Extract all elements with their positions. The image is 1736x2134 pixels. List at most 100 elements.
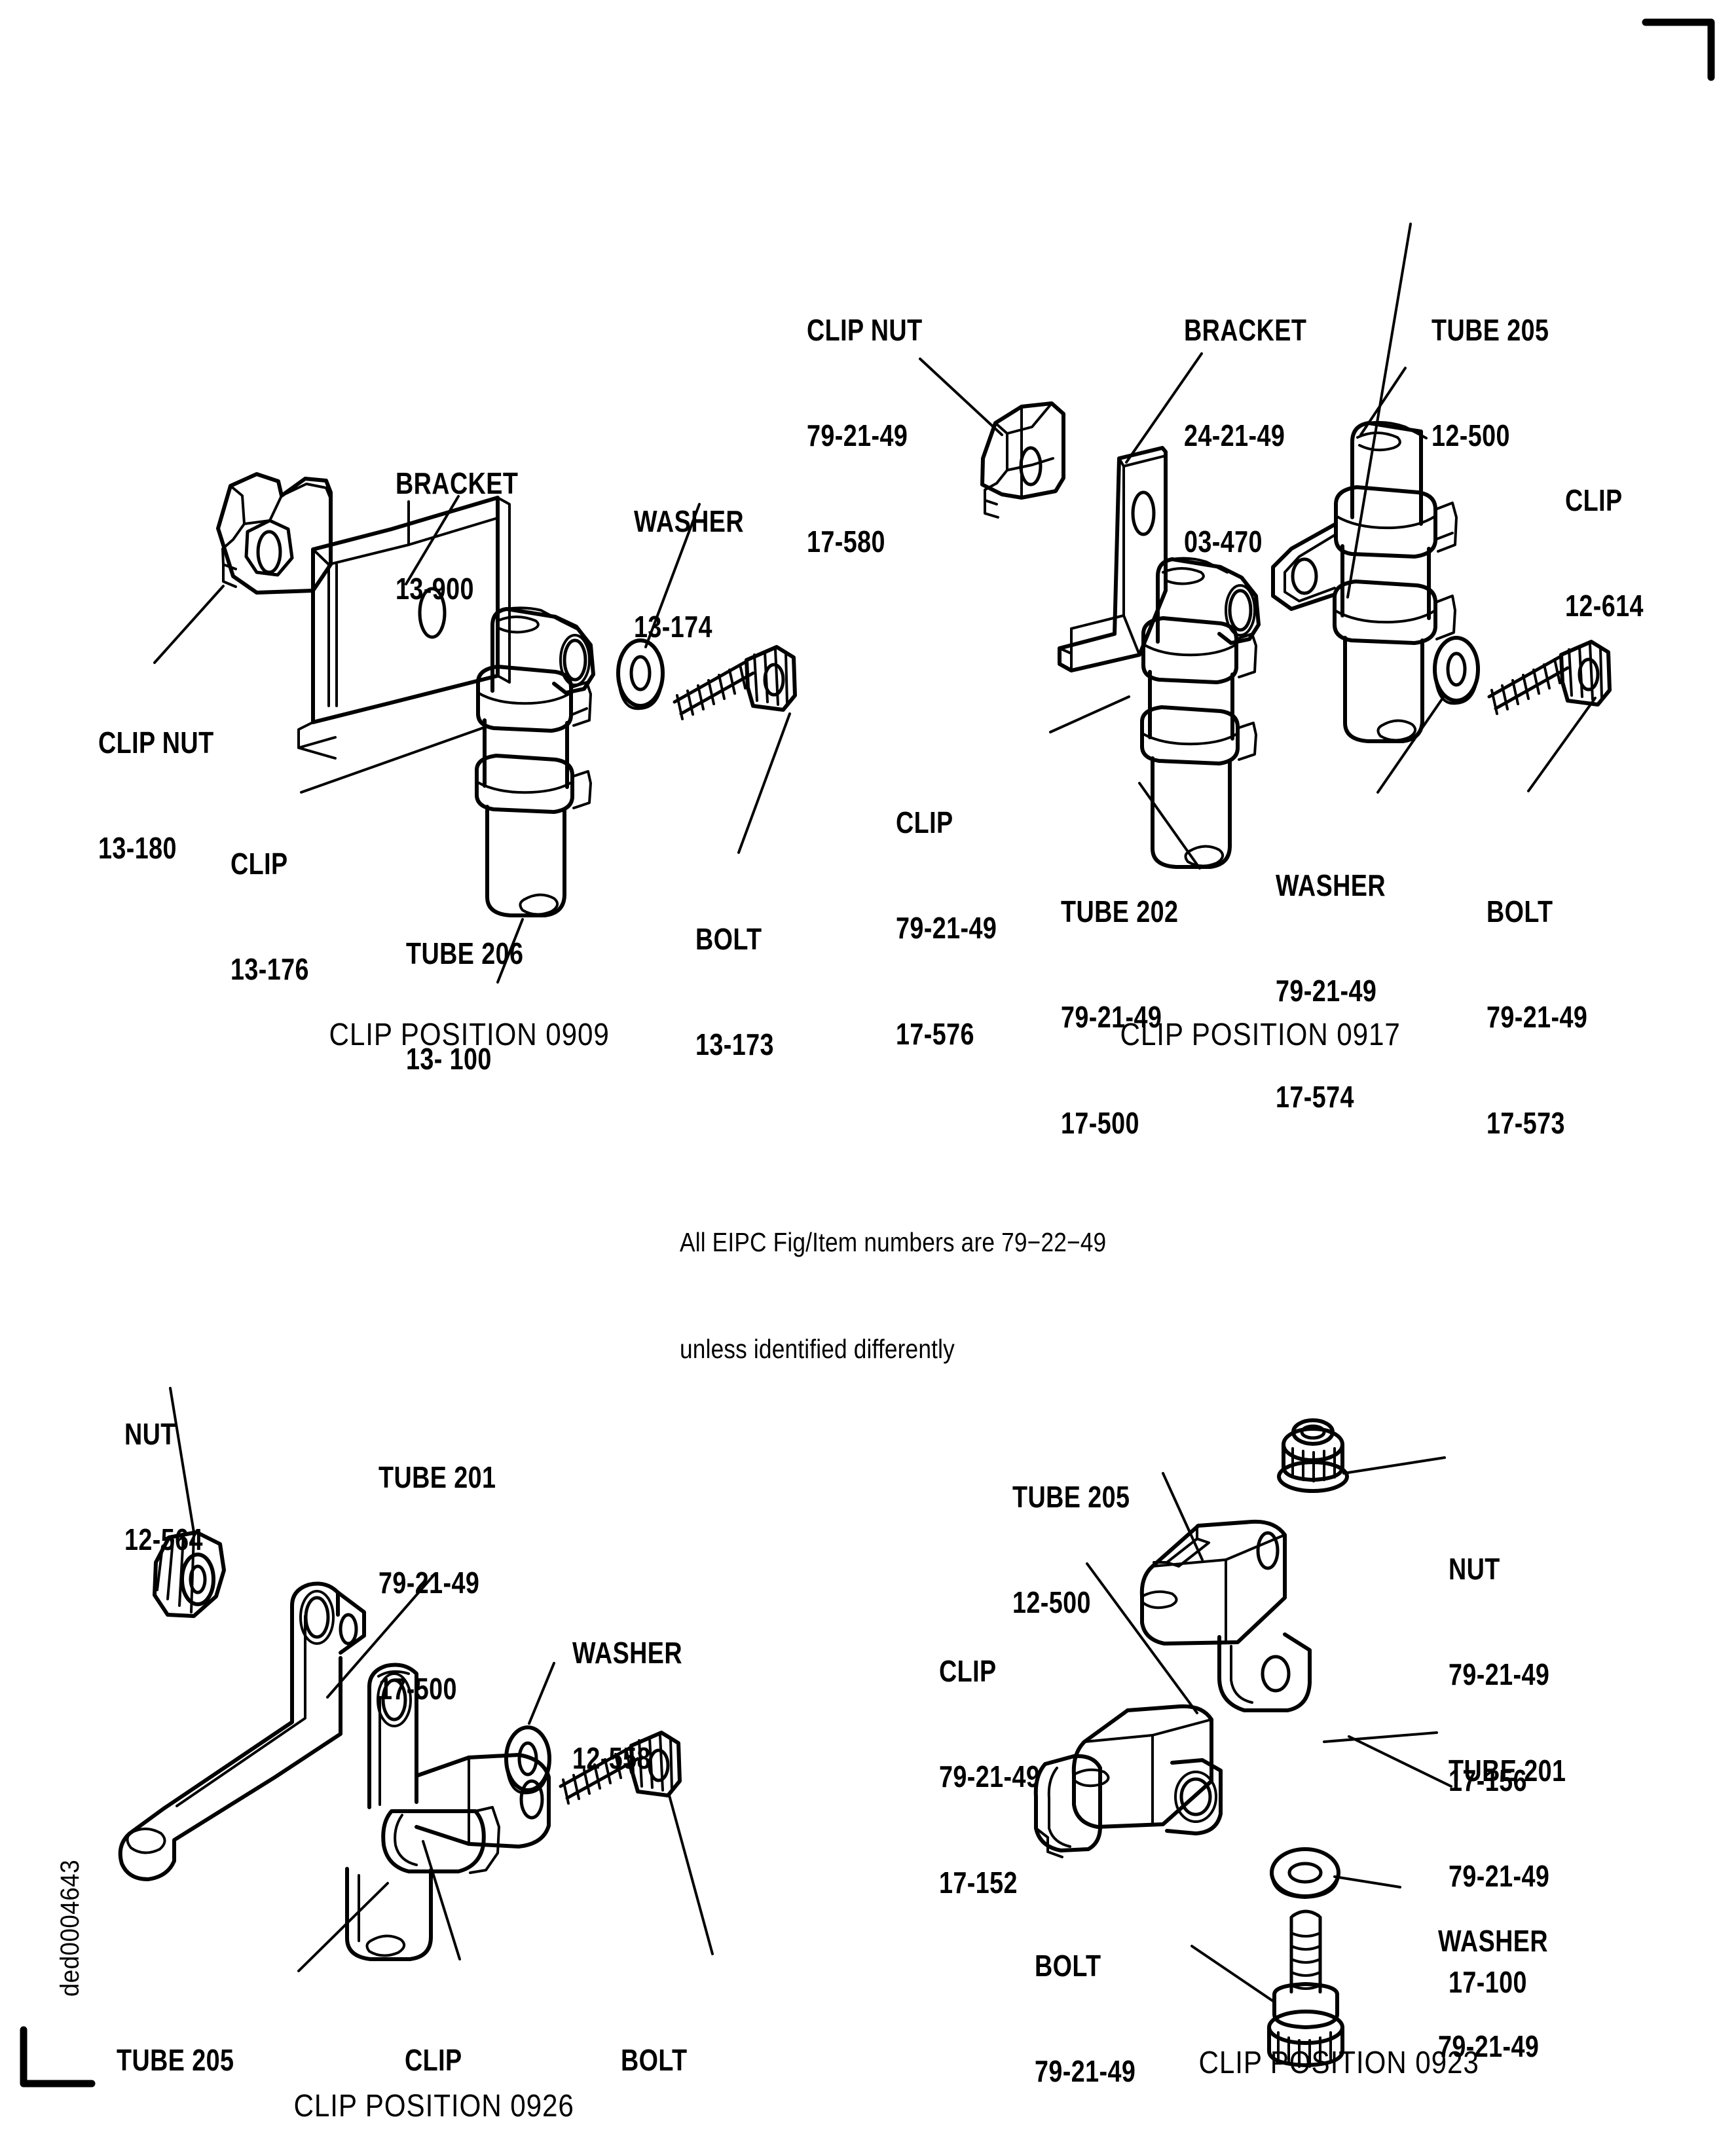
- label-washer-17-574: WASHER 79-21-49 17-574: [1276, 798, 1386, 1185]
- part-bolt-12-557: [559, 1731, 682, 1805]
- label-tube-201-17-500: TUBE 201 79-21-49 17-500: [379, 1389, 496, 1777]
- figure-code-sidebar: ded0004643: [56, 1859, 84, 1997]
- label-line: 79-21-49: [1449, 1859, 1550, 1894]
- label-line: CLIP: [896, 805, 953, 839]
- part-bolt-17-149: [1267, 1909, 1344, 2068]
- label-line: WASHER: [1276, 868, 1386, 902]
- leader-lines-panel-3: [169, 1387, 714, 1972]
- label-line: 79-21-49: [1449, 1657, 1550, 1692]
- label-line: BOLT: [695, 921, 762, 956]
- label-line: 17-580: [807, 524, 885, 559]
- label-line: 79-21-49: [379, 1566, 480, 1600]
- part-nut-12-564: [153, 1530, 226, 1618]
- label-line: BRACKET: [1184, 312, 1307, 347]
- label-bracket-13-900: BRACKET 13-900: [396, 396, 518, 678]
- label-line: BOLT: [1035, 1948, 1101, 1983]
- part-bracket-03-470: [1058, 446, 1168, 672]
- label-clip-nut-17-580: CLIP NUT 79-21-49 17-580: [807, 242, 923, 630]
- label-line: 13-173: [695, 1027, 774, 1062]
- label-bolt-12-557: BOLT 12-557: [621, 1972, 699, 2134]
- label-tube-202-17-500: TUBE 202 79-21-49 17-500: [1061, 824, 1178, 1211]
- label-line: CLIP NUT: [98, 725, 214, 760]
- label-line: TUBE 201: [379, 1460, 496, 1494]
- part-washer-13-174: [616, 638, 665, 710]
- label-bracket-03-470: BRACKET 24-21-49 03-470: [1184, 242, 1306, 630]
- label-line: 79-21-49: [1061, 1000, 1162, 1035]
- label-line: WASHER: [572, 1635, 683, 1670]
- label-line: 79-21-49: [807, 418, 908, 453]
- label-clip-17-152: CLIP 79-21-49 17-152: [939, 1583, 1040, 1971]
- label-clip-17-576: CLIP 79-21-49 17-576: [896, 735, 997, 1122]
- part-bolt-13-173: [673, 645, 797, 720]
- part-nut-17-156: [1277, 1418, 1349, 1493]
- label-line: BRACKET: [396, 466, 519, 500]
- label-line: 12-558: [572, 1741, 651, 1776]
- label-line: 17-573: [1487, 1105, 1565, 1140]
- label-line: 17-500: [379, 1671, 457, 1706]
- label-tube-206-13-100: TUBE 206 13- 100: [406, 866, 523, 1148]
- caption-clip-position-0909: CLIP POSITION 0909: [329, 1018, 610, 1053]
- leader-lines-panel-1: [153, 495, 791, 984]
- label-line: BOLT: [621, 2042, 688, 2077]
- note-line: unless identified differently: [680, 1333, 955, 1364]
- label-washer-13-174: WASHER 13-174: [634, 433, 744, 716]
- label-line: 13-180: [98, 831, 177, 866]
- label-line: 12-500: [1012, 1585, 1091, 1620]
- label-tube-205-12-500-panel3: TUBE 205 12-500: [117, 1972, 234, 2134]
- label-line: 13-176: [231, 952, 309, 987]
- part-tube-201-link: [118, 1581, 366, 1881]
- label-line: TUBE 201: [1449, 1753, 1566, 1788]
- leader-lines-panel-2: [919, 223, 1597, 870]
- label-line: 17-156: [1449, 1763, 1527, 1797]
- label-line: TUBE 206: [406, 936, 524, 970]
- part-tube-205-clip-12-560-assembly: [345, 1663, 551, 1961]
- label-clip-13-176: CLIP 13-176: [231, 776, 309, 1058]
- label-line: NUT: [1449, 1551, 1500, 1586]
- label-line: CLIP NUT: [807, 312, 923, 347]
- label-line: CLIP: [231, 846, 288, 881]
- label-line: 17-574: [1276, 1079, 1354, 1114]
- part-clip-nut-13-180: [216, 472, 333, 595]
- label-tube-205-12-500-panel4: TUBE 205 12-500: [1012, 1409, 1130, 1691]
- label-line: 79-21-49: [1035, 2054, 1136, 2089]
- label-line: 24-21-49: [1184, 418, 1285, 453]
- eipc-note: All EIPC Fig/Item numbers are 79−22−49 u…: [680, 1154, 1106, 1437]
- label-washer-17-150: WASHER 79-21-49 17-150: [1438, 1853, 1548, 2134]
- part-tube-201-clip-17-152-assembly: [1033, 1704, 1223, 1858]
- label-line: NUT: [124, 1416, 176, 1451]
- part-tube-205-upper: [1139, 1519, 1312, 1712]
- part-bolt-17-573: [1487, 640, 1612, 715]
- label-bolt-17-149: BOLT 79-21-49 17-149: [1035, 1878, 1136, 2134]
- label-line: CLIP: [405, 2042, 462, 2077]
- label-line: 17-152: [939, 1865, 1018, 1900]
- part-washer-17-150: [1270, 1847, 1340, 1899]
- label-clip-12-614: CLIP 12-614: [1565, 413, 1644, 695]
- label-line: CLIP: [1565, 483, 1623, 517]
- label-line: 12-614: [1565, 589, 1644, 623]
- label-nut-12-564: NUT 12-564: [124, 1346, 203, 1628]
- label-line: 12-500: [1431, 418, 1510, 453]
- label-line: TUBE 205: [1012, 1479, 1130, 1514]
- label-line: TUBE 205: [117, 2042, 234, 2077]
- part-tube-202-assembly: [1140, 557, 1261, 869]
- corner-mark-bottom-left: [20, 2026, 96, 2088]
- label-clip-nut-13-180: CLIP NUT 13-180: [98, 655, 214, 937]
- label-line: 79-21-49: [1487, 1000, 1588, 1035]
- label-bolt-17-573: BOLT 79-21-49 17-573: [1487, 824, 1587, 1211]
- label-line: 79-21-49: [896, 911, 997, 946]
- label-line: 79-21-49: [939, 1759, 1041, 1794]
- label-line: 13-900: [396, 572, 474, 606]
- part-clip-nut-17-580: [980, 401, 1065, 519]
- label-line: 12-564: [124, 1522, 203, 1557]
- label-line: TUBE 202: [1061, 894, 1179, 929]
- label-line: 17-500: [1061, 1105, 1139, 1140]
- part-tube-206-clip-assembly: [475, 606, 595, 917]
- label-line: TUBE 205: [1431, 312, 1549, 347]
- label-line: CLIP: [939, 1653, 997, 1688]
- label-tube-201-17-100: TUBE 201 79-21-49 17-100: [1449, 1683, 1566, 2070]
- label-line: 17-576: [896, 1016, 974, 1051]
- label-line: 17-100: [1449, 1964, 1527, 1999]
- label-line: WASHER: [1438, 1923, 1549, 1958]
- label-line: 79-21-49: [1438, 2029, 1540, 2064]
